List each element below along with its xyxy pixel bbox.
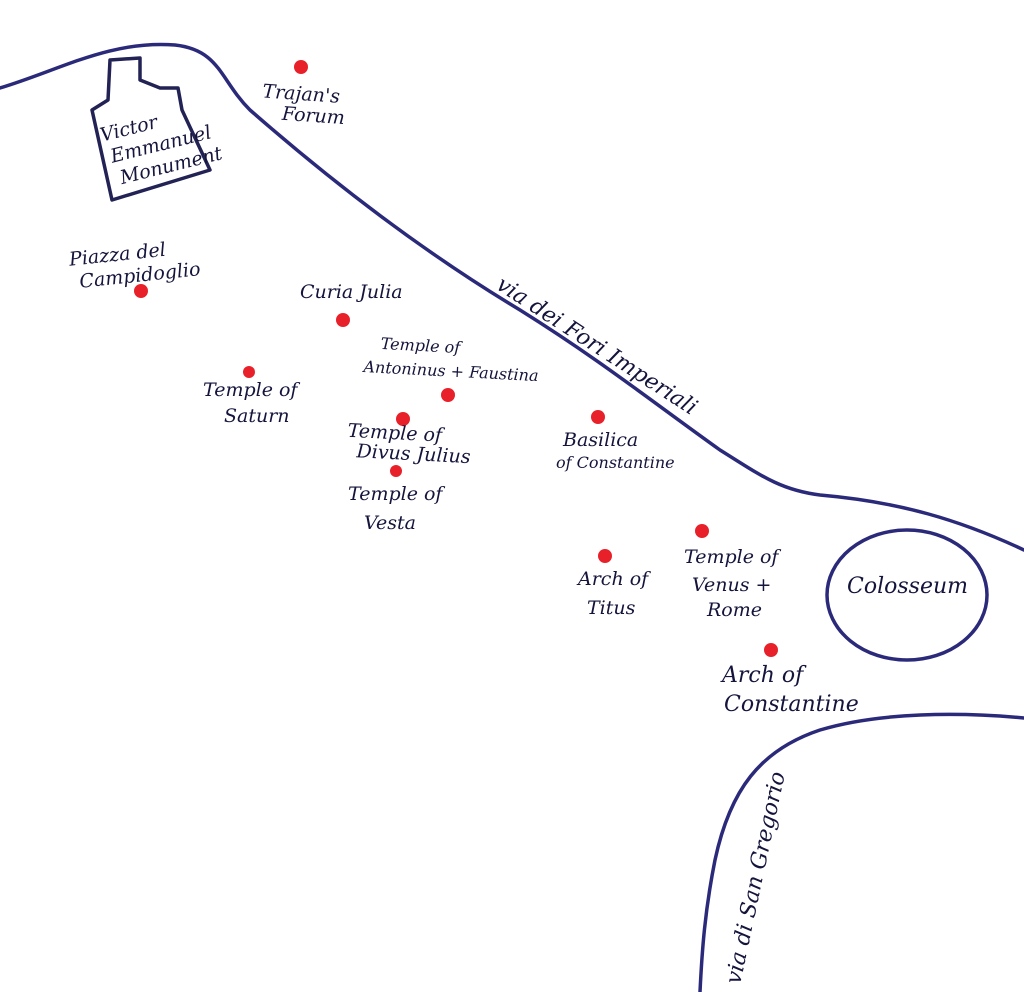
label-arch-constantine: Arch of Constantine (720, 663, 859, 717)
marker-temple-antoninus (441, 388, 455, 402)
svg-text:Venus +: Venus + (692, 574, 771, 596)
svg-text:Temple of: Temple of (684, 546, 781, 568)
label-temple-venus-rome: Temple of Venus + Rome (684, 546, 781, 621)
label-piazza-campidoglio: Piazza del Campidoglio (67, 239, 201, 293)
label-via-dei-fori-imperiali: via dei Fori Imperiali (492, 272, 702, 420)
marker-basilica-constantine (591, 410, 605, 424)
svg-text:Titus: Titus (587, 597, 636, 619)
svg-text:Temple of: Temple of (380, 334, 463, 357)
marker-arch-constantine (764, 643, 778, 657)
colosseum-outline (825, 528, 989, 662)
marker-temple-saturn (243, 366, 255, 378)
label-colosseum: Colosseum (847, 574, 968, 599)
marker-arch-titus (598, 549, 612, 563)
label-trajans-forum: Trajan's Forum (262, 80, 346, 129)
label-curia-julia: Curia Julia (300, 281, 403, 303)
svg-text:Saturn: Saturn (224, 405, 290, 427)
label-via-di-san-gregorio: via di San Gregorio (721, 769, 790, 986)
svg-text:Temple of: Temple of (347, 420, 445, 447)
svg-text:Temple of: Temple of (348, 483, 445, 505)
svg-text:Arch of: Arch of (576, 568, 651, 590)
svg-text:Temple of: Temple of (203, 379, 300, 401)
label-temple-antoninus: Temple of Antoninus + Faustina (361, 334, 539, 385)
svg-text:Antoninus + Faustina: Antoninus + Faustina (361, 357, 539, 385)
label-temple-divus-julius: Temple of Divus Julius (347, 420, 471, 468)
svg-text:Forum: Forum (280, 103, 345, 129)
marker-temple-vesta (390, 465, 402, 477)
svg-text:Basilica: Basilica (562, 429, 638, 451)
label-temple-vesta: Temple of Vesta (348, 483, 445, 534)
road-via-dei-fori-imperiali (0, 42, 1024, 552)
label-basilica-constantine: Basilica of Constantine (556, 429, 675, 472)
marker-piazza-campidoglio (134, 284, 148, 298)
marker-curia-julia (336, 313, 350, 327)
svg-text:Constantine: Constantine (724, 692, 859, 717)
svg-text:Divus Julius: Divus Julius (355, 440, 471, 468)
victor-emmanuel-monument-outline (90, 56, 212, 202)
road-via-di-san-gregorio (698, 712, 1024, 992)
label-temple-saturn: Temple of Saturn (203, 379, 300, 427)
marker-temple-divus-julius (396, 412, 410, 426)
label-victor-emmanuel: Victor Emmanuel Monument (98, 111, 225, 190)
marker-temple-venus-rome (695, 524, 709, 538)
svg-text:Rome: Rome (706, 599, 762, 621)
svg-text:of Constantine: of Constantine (556, 453, 675, 472)
marker-trajans-forum (294, 60, 308, 74)
svg-text:Vesta: Vesta (364, 512, 416, 534)
svg-text:Arch of: Arch of (720, 663, 807, 688)
svg-text:Trajan's: Trajan's (262, 80, 341, 107)
label-arch-titus: Arch of Titus (576, 568, 651, 619)
